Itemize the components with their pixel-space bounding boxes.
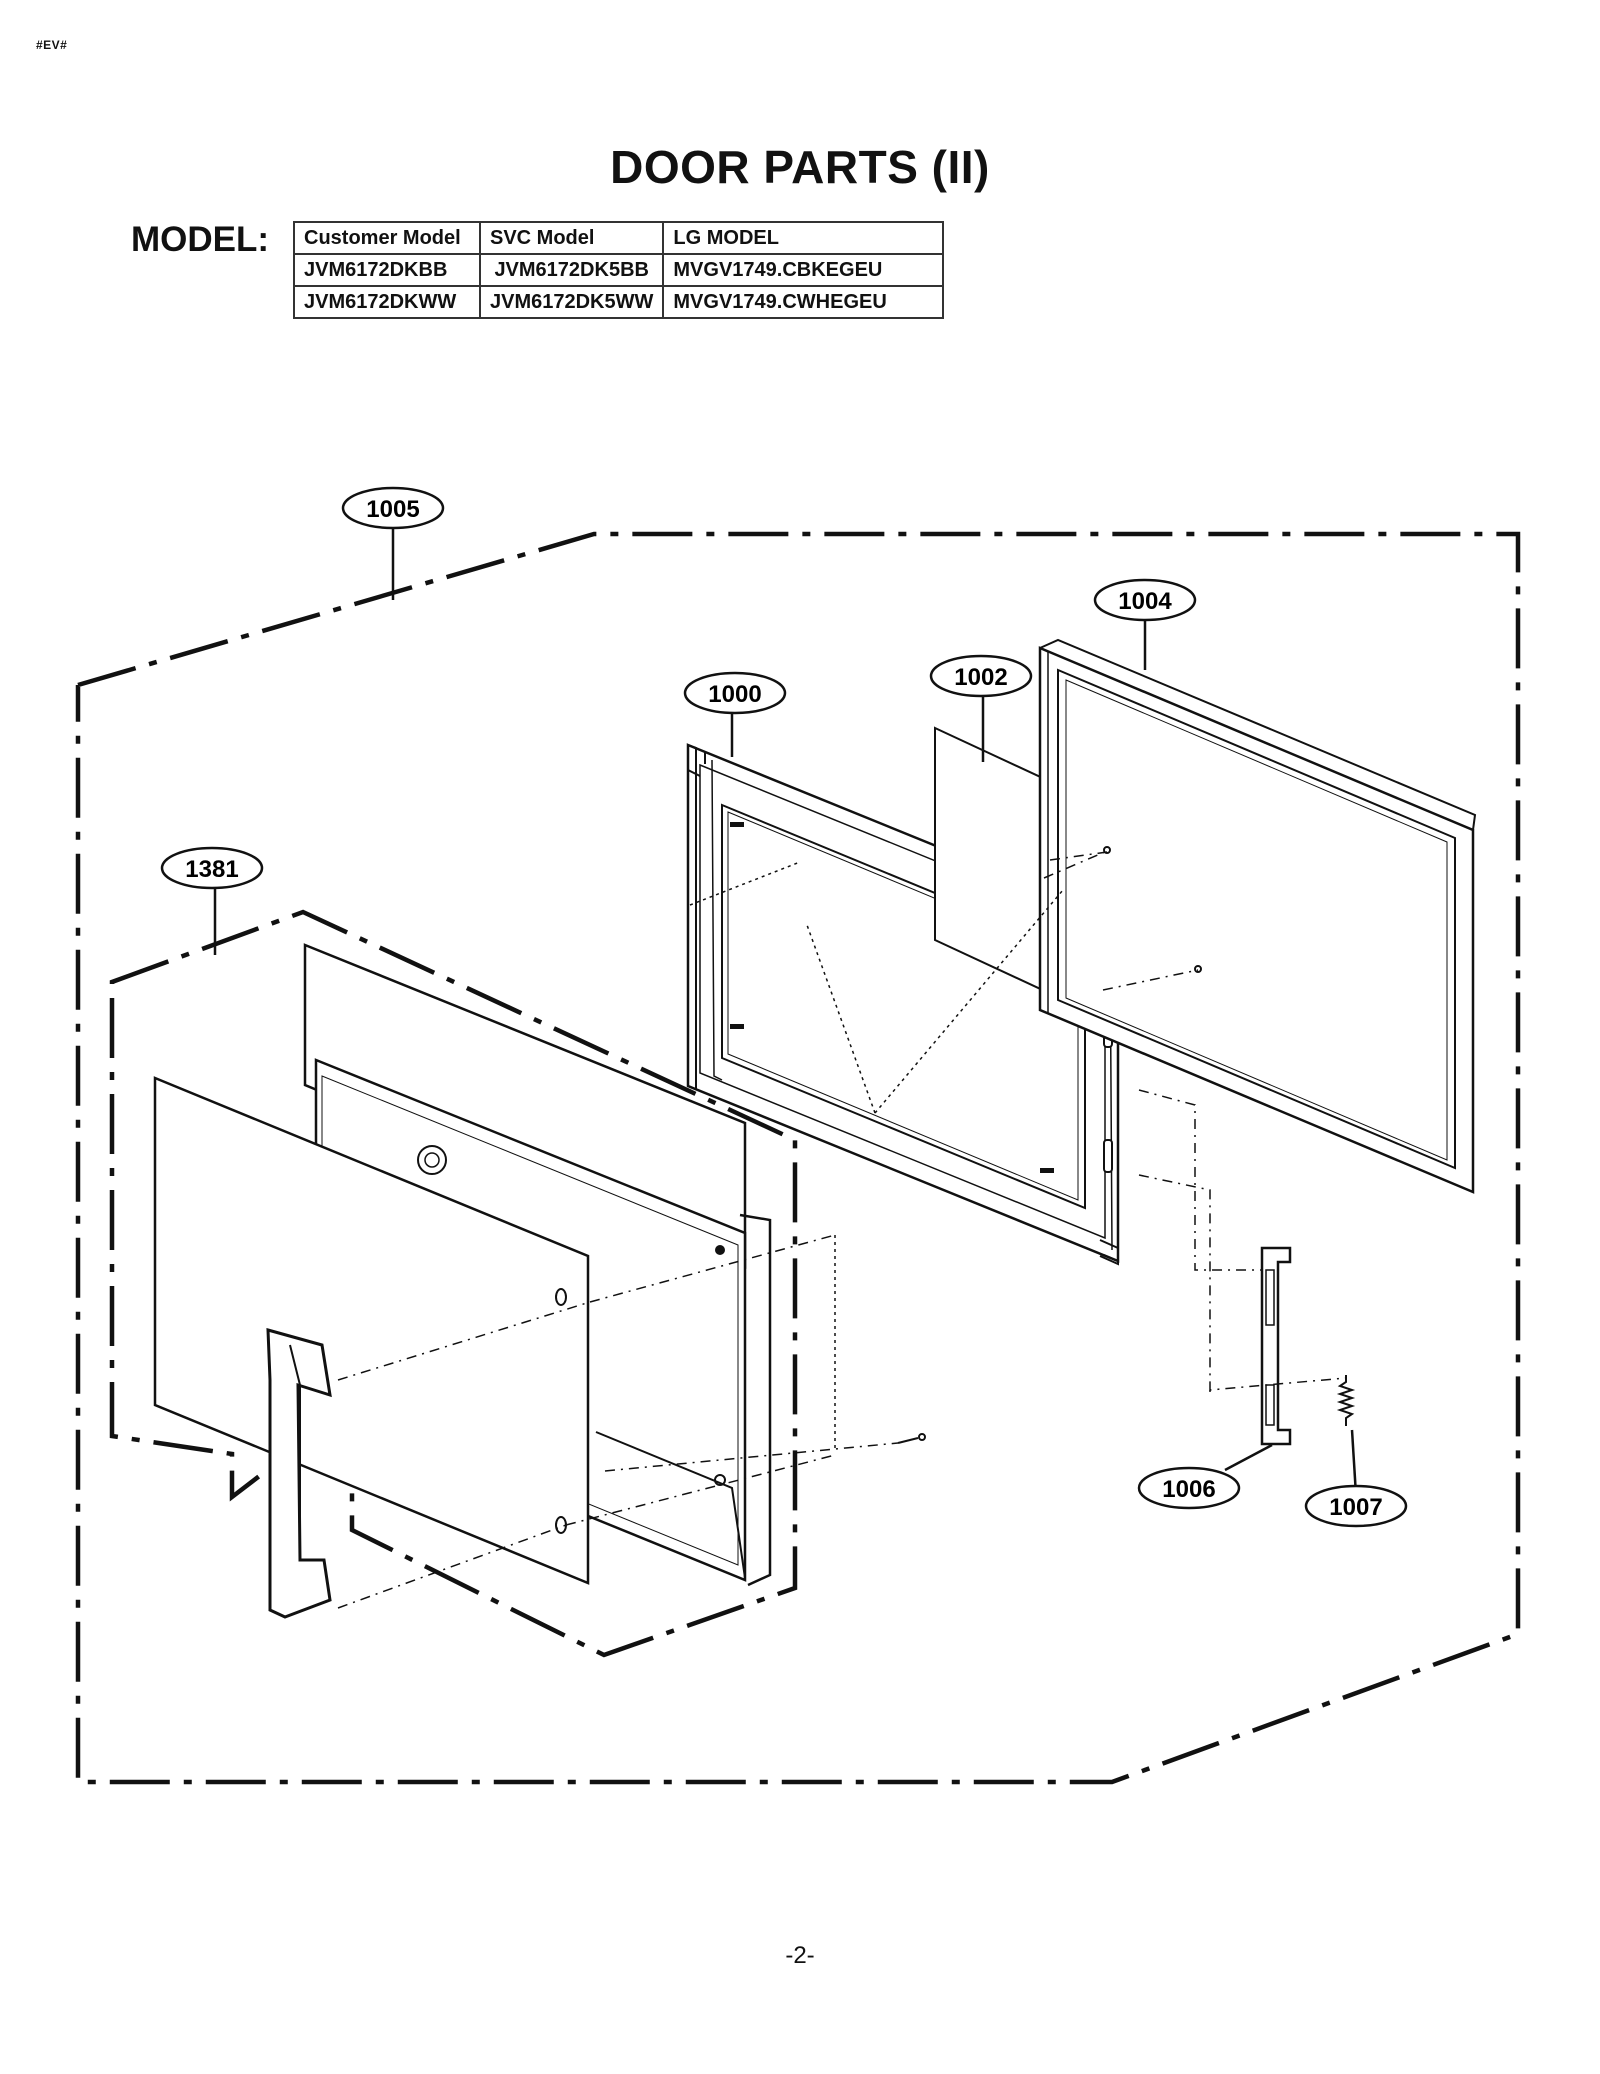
callout-1005: 1005 [341, 486, 445, 530]
callout-1004-label: 1004 [1118, 588, 1172, 615]
page-title: DOOR PARTS (II) [610, 141, 990, 193]
callout-1002-label: 1002 [954, 664, 1007, 691]
dotted-reference-lines [689, 861, 1064, 1448]
header-svc-model: SVC Model [478, 221, 665, 255]
document-tag: #EV# [36, 38, 68, 52]
customer-model-cell: JVM6172DKWW [293, 285, 481, 319]
lg-model-cell: MVGV1749.CWHEGEU [662, 285, 945, 319]
leader-lines [213, 527, 1358, 1496]
callout-1000: 1000 [683, 671, 787, 715]
door-handle-part [266, 1328, 332, 1619]
model-table-row: JVM6172DKWW JVM6172DK5WW MVGV1749.CWHEGE… [293, 285, 945, 319]
model-table-header-row: Customer Model SVC Model LG MODEL [293, 221, 945, 255]
customer-model-cell: JVM6172DKBB [293, 253, 481, 287]
assembly-guide-lines [337, 850, 1347, 1609]
outer-glass-part [153, 1076, 590, 1585]
model-table-row: JVM6172DKBB JVM6172DK5BB MVGV1749.CBKEGE… [293, 253, 945, 287]
lg-model-cell: MVGV1749.CBKEGEU [662, 253, 945, 287]
model-label: MODEL: [131, 220, 270, 259]
callout-1381: 1381 [160, 846, 264, 890]
callout-1006-label: 1006 [1162, 1476, 1215, 1503]
callout-1004: 1004 [1093, 578, 1197, 622]
model-table: Customer Model SVC Model LG MODEL JVM617… [293, 221, 945, 319]
callout-1007: 1007 [1304, 1484, 1408, 1528]
svc-model-cell: JVM6172DK5BB [478, 253, 665, 287]
callout-1007-label: 1007 [1329, 1494, 1382, 1521]
choke-frame-part [1038, 638, 1477, 1194]
assembly-1381-boundary [109, 909, 798, 1658]
screws [897, 846, 1202, 1444]
header-lg-model: LG MODEL [662, 221, 945, 255]
assembly-1005-boundary [75, 531, 1521, 1785]
latch-hook-part [1260, 1246, 1292, 1446]
callout-1002: 1002 [929, 654, 1033, 698]
svc-model-cell: JVM6172DK5WW [478, 285, 665, 319]
latch-spring-part [1336, 1375, 1356, 1426]
page-number: -2- [785, 1942, 815, 1969]
callout-1381-label: 1381 [185, 856, 238, 883]
header-customer-model: Customer Model [293, 221, 481, 255]
callout-1006: 1006 [1137, 1466, 1241, 1510]
callout-1005-label: 1005 [366, 496, 419, 523]
callout-1000-label: 1000 [708, 681, 761, 708]
